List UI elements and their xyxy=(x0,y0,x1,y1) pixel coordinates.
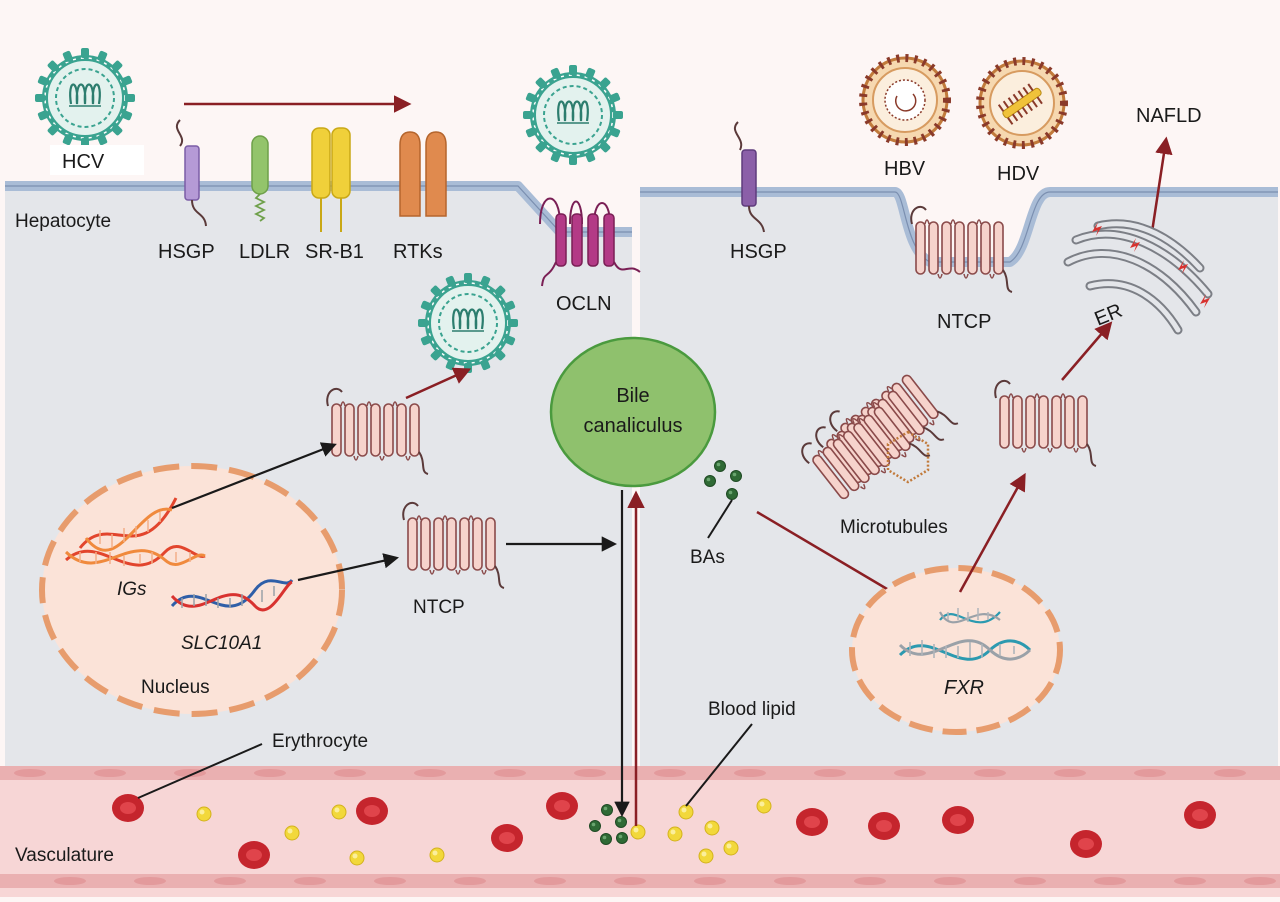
ntcp-mid-label: NTCP xyxy=(413,597,465,618)
bile-canaliculus xyxy=(549,336,717,488)
left-nucleus xyxy=(42,466,342,714)
rtks-receptor xyxy=(399,131,447,217)
erythrocyte-pointer xyxy=(137,743,263,799)
bas-pointer-line xyxy=(707,499,733,539)
bas-label: BAs xyxy=(690,547,725,568)
nucleus-label: Nucleus xyxy=(141,677,210,698)
er-organelle xyxy=(1063,219,1213,335)
hcv-label: HCV xyxy=(62,151,105,173)
blood-lipid-label: Blood lipid xyxy=(708,699,796,720)
ldlr-label: LDLR xyxy=(239,241,290,263)
hbv-label: HBV xyxy=(884,158,926,180)
ntcp-to-hcv-arrow xyxy=(405,367,472,400)
fxr-dna-small xyxy=(939,608,1001,624)
slc10a1-dna xyxy=(170,578,294,612)
slc10a1-to-ntcp-arrow xyxy=(297,553,400,582)
er-stress-bolts xyxy=(1092,222,1210,308)
hcv-virus-assembled-icon xyxy=(418,273,518,373)
bile-label-line1: Bile xyxy=(616,385,649,407)
hsgp-right-label: HSGP xyxy=(730,241,787,263)
srb1-receptor xyxy=(311,127,351,232)
left-nucleus-border xyxy=(39,463,345,717)
right-membrane-line xyxy=(640,191,1278,263)
erythrocyte-label: Erythrocyte xyxy=(272,731,368,752)
vasculature-label: Vasculature xyxy=(15,845,114,866)
fxr-nucleus xyxy=(852,568,1060,732)
igs-label: IGs xyxy=(117,579,147,600)
fxr-dna-large xyxy=(898,639,1032,661)
hdv-label: HDV xyxy=(997,163,1040,185)
fxr-to-ntcp-arrow xyxy=(958,472,1026,593)
ntcp-top-label: NTCP xyxy=(937,311,991,333)
hbv-virus-icon xyxy=(859,54,951,146)
nafld-label: NAFLD xyxy=(1136,105,1202,127)
hcv-label-box xyxy=(50,145,144,175)
slc10a1-label: SLC10A1 xyxy=(181,633,262,654)
microtubules-label: Microtubules xyxy=(840,517,948,538)
ocln-protein xyxy=(539,197,641,287)
hsgp-left-label: HSGP xyxy=(158,241,215,263)
ocln-label: OCLN xyxy=(556,293,612,315)
hepatocyte-label: Hepatocyte xyxy=(15,211,111,232)
fxr-nucleus-border xyxy=(849,565,1063,735)
bile-label-line2: canaliculus xyxy=(584,415,683,437)
fxr-label: FXR xyxy=(944,677,984,699)
ntcp-to-er-arrow xyxy=(1061,321,1113,381)
hcv-virus-entering-icon xyxy=(523,65,623,165)
srb1-label: SR-B1 xyxy=(305,241,364,263)
igs-to-ntcp-arrow xyxy=(171,442,337,510)
microtubule-hexagon xyxy=(886,430,930,484)
right-hepatocyte xyxy=(640,192,1278,770)
ldlr-receptor xyxy=(251,135,269,222)
rtks-label: RTKs xyxy=(393,241,443,263)
hdv-virus-icon xyxy=(976,57,1068,149)
igs-dna xyxy=(64,497,206,567)
nafld-arrow xyxy=(1150,136,1173,233)
hsgp-left-receptor xyxy=(175,119,207,227)
hsgp-right-receptor xyxy=(733,121,765,233)
blood-lipid-pointer xyxy=(685,723,753,807)
hcv-virus-icon xyxy=(35,48,135,148)
